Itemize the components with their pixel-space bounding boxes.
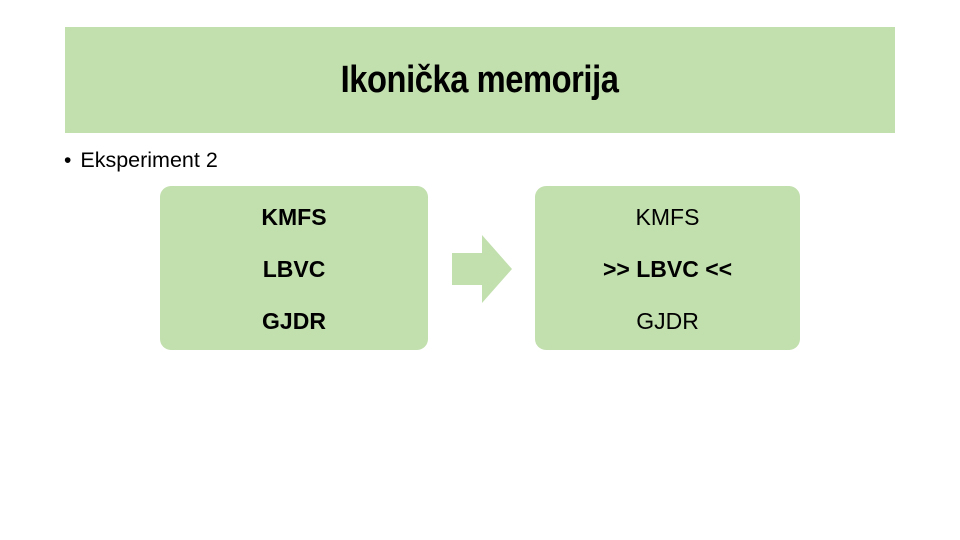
title-banner: Ikonička memorija xyxy=(65,27,895,133)
bullet-item-label: Eksperiment 2 xyxy=(80,148,218,172)
stimulus-row: KMFS xyxy=(261,203,327,230)
stimulus-row: GJDR xyxy=(636,307,699,334)
stimulus-row: LBVC xyxy=(262,255,326,282)
arrow-right-block-icon xyxy=(452,234,512,304)
stimulus-row: GJDR xyxy=(262,307,326,334)
stimulus-row-cued: >> LBVC << xyxy=(602,255,733,282)
stimulus-row: KMFS xyxy=(635,203,700,230)
stimulus-panel-right: KMFS >> LBVC << GJDR xyxy=(535,186,800,350)
page-title: Ikonička memorija xyxy=(341,59,619,101)
bullet-list-item: • Eksperiment 2 xyxy=(64,148,218,172)
stimulus-panel-left: KMFS LBVC GJDR xyxy=(160,186,428,350)
bullet-marker-icon: • xyxy=(64,149,72,172)
